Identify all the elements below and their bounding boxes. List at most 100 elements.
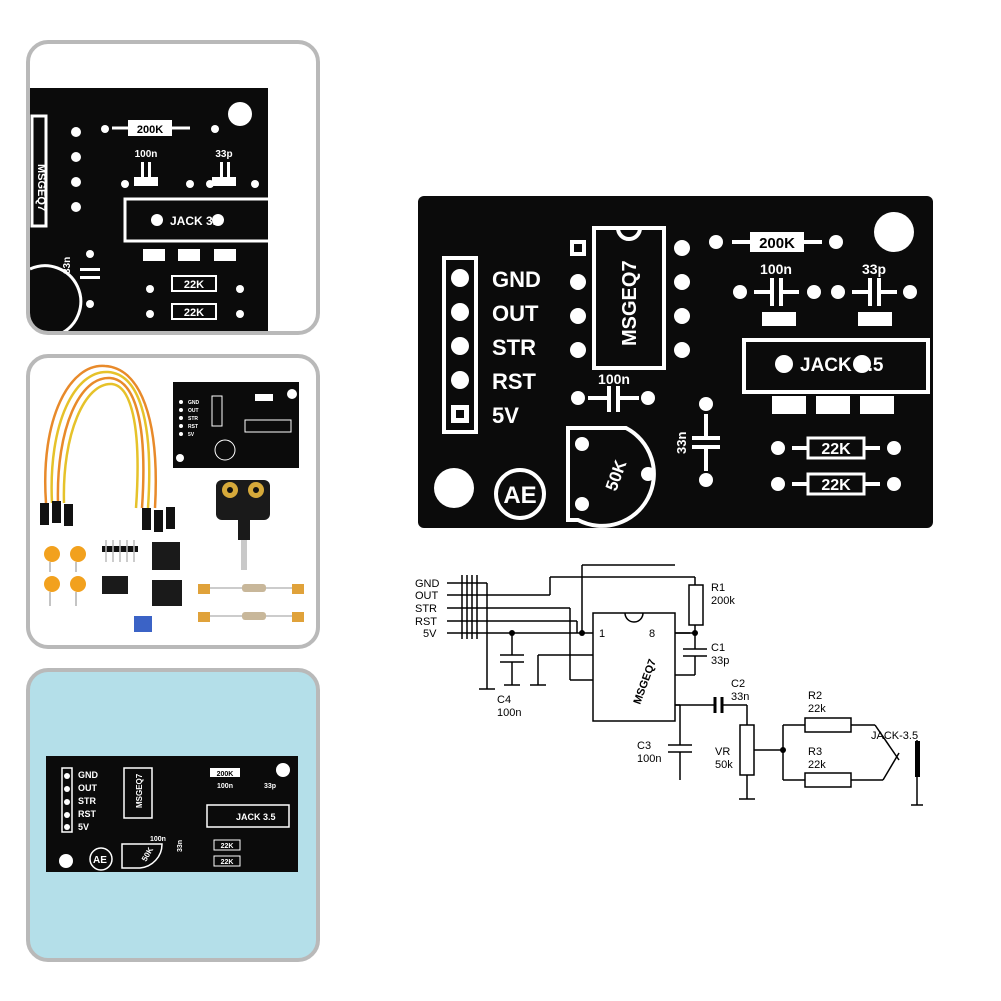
pot-outline xyxy=(566,426,656,528)
thumbnail-closeup[interactable]: MSGEQ7 200K 100n 33p JACK 3.5 33n 2 xyxy=(26,40,320,335)
sch-label-pin8: 8 xyxy=(649,628,655,640)
blue-label-logo: AE xyxy=(93,855,107,866)
blue-label-100n-low: 100n xyxy=(150,836,166,843)
blue-label-22k-2: 22K xyxy=(221,859,234,866)
label-5v: 5V xyxy=(492,403,519,428)
closeup-label-33n: 33n xyxy=(62,257,73,274)
label-rst: RST xyxy=(492,369,537,394)
closeup-chip-outline xyxy=(30,114,48,228)
schematic-chip-body xyxy=(592,612,676,722)
label-gnd: GND xyxy=(492,267,541,292)
ic-footprint xyxy=(592,226,666,370)
jumper-wires xyxy=(44,364,157,509)
schematic-wires xyxy=(447,564,923,806)
thumbnail-kit-contents[interactable]: GND OUT STR RST 5V xyxy=(26,354,320,649)
closeup-svg: MSGEQ7 200K 100n 33p JACK 3.5 33n 2 xyxy=(30,88,272,331)
potentiometer-part xyxy=(134,616,152,632)
label-jack: JACK 3.5 xyxy=(800,355,884,376)
blue-label-rst: RST xyxy=(78,809,97,819)
closeup-chip-label: MSGEQ7 xyxy=(35,164,47,211)
sch-label-r1-value: 200k xyxy=(711,595,735,607)
closeup-label-22k-1: 22K xyxy=(184,279,204,291)
label-out: OUT xyxy=(492,301,539,326)
ic-chip xyxy=(102,576,128,594)
sch-label-r3: R3 xyxy=(808,746,822,758)
label-str: STR xyxy=(492,335,536,360)
blue-label-200k: 200K xyxy=(217,771,234,778)
closeup-pads xyxy=(71,125,259,318)
ceramic-capacitors xyxy=(44,546,86,592)
pcb-substrate xyxy=(418,196,933,528)
main-pcb-board: GND OUT STR RST 5V MSGEQ7 200K 100n 33p … xyxy=(418,196,933,528)
sch-label-r1: R1 xyxy=(711,582,725,594)
sch-label-c3-value: 100n xyxy=(637,753,661,765)
closeup-label-200k: 200K xyxy=(137,124,163,136)
schematic-diagram: GND OUT STR RST 5V MSGEQ7 1 8 R1 200k C1… xyxy=(415,564,923,806)
closeup-label-100n: 100n xyxy=(135,149,158,160)
label-22k-2: 22K xyxy=(821,477,851,494)
sch-label-gnd: GND xyxy=(415,578,440,590)
sch-label-c2-value: 33n xyxy=(731,691,749,703)
jack-terminal xyxy=(915,741,920,777)
sch-label-r3-value: 22k xyxy=(808,759,826,771)
closeup-label-33p: 33p xyxy=(215,149,232,160)
blue-label-22k-1: 22K xyxy=(221,843,234,850)
sch-label-jack: JACK-3.5 xyxy=(871,730,918,742)
sch-label-vr-value: 50k xyxy=(715,759,733,771)
mount-hole-top-right xyxy=(874,212,914,252)
closeup-label-22k-2: 22K xyxy=(184,307,204,319)
blue-label-gnd: GND xyxy=(78,770,99,780)
sch-label-rst: RST xyxy=(415,616,437,628)
sch-label-5v: 5V xyxy=(423,628,437,640)
resistor-22k-1 xyxy=(806,436,866,460)
label-22k-1: 22K xyxy=(821,441,851,458)
resistor-22k-2 xyxy=(806,472,866,496)
sch-label-c4-value: 100n xyxy=(497,707,521,719)
resistor-200k xyxy=(750,232,804,252)
kit-pcb-label-str: STR xyxy=(188,416,198,422)
sch-label-c1-value: 33p xyxy=(711,655,729,667)
junction-dots xyxy=(509,630,786,753)
pin-header-outline xyxy=(442,256,478,434)
jack-footprint xyxy=(742,338,930,394)
blue-board-svg: GND OUT STR RST 5V MSGEQ7 200K 100n 33p … xyxy=(46,756,298,872)
kit-pcb-label-out: OUT xyxy=(188,408,199,414)
sch-label-str: STR xyxy=(415,603,437,615)
blue-label-33p: 33p xyxy=(264,783,276,790)
sch-label-c1: C1 xyxy=(711,642,725,654)
logo-text: AE xyxy=(503,482,536,509)
kit-svg: GND OUT STR RST 5V xyxy=(40,364,304,632)
jumper-connectors xyxy=(40,501,175,532)
sch-label-c4: C4 xyxy=(497,694,511,706)
sch-label-vr: VR xyxy=(715,746,730,758)
label-chip: MSGEQ7 xyxy=(619,260,641,346)
kit-pcb-label-5v: 5V xyxy=(188,432,195,438)
ic-socket xyxy=(152,542,180,570)
sch-label-out: OUT xyxy=(415,590,439,602)
closeup-mount-hole xyxy=(228,102,252,126)
blue-label-5v: 5V xyxy=(78,822,89,832)
label-100n: 100n xyxy=(760,261,792,277)
blue-label-out: OUT xyxy=(78,783,98,793)
closeup-jack-outline xyxy=(123,197,272,243)
blue-label-33n: 33n xyxy=(177,840,184,852)
kit-mini-pcb xyxy=(173,382,299,468)
label-33n: 33n xyxy=(674,432,689,454)
mount-hole-bottom-left xyxy=(434,468,474,508)
sch-label-c2: C2 xyxy=(731,678,745,690)
thumbnail-board-blue[interactable]: GND OUT STR RST 5V MSGEQ7 200K 100n 33p … xyxy=(26,668,320,962)
logo-circle xyxy=(494,468,546,520)
kit-pcb-label-gnd: GND xyxy=(188,400,200,406)
blue-pcb xyxy=(46,756,298,872)
audio-jack-part xyxy=(152,580,182,606)
kit-pcb-label-rst: RST xyxy=(188,424,198,430)
label-33p: 33p xyxy=(862,261,886,277)
label-200k: 200K xyxy=(759,235,795,252)
blue-label-jack: JACK 3.5 xyxy=(236,812,276,822)
label-100n-low: 100n xyxy=(598,371,630,387)
resistors xyxy=(198,584,304,622)
blue-label-100n: 100n xyxy=(217,783,233,790)
sch-label-pin1: 1 xyxy=(599,628,605,640)
blue-label-str: STR xyxy=(78,796,97,806)
closeup-resistor-200k xyxy=(128,120,172,136)
